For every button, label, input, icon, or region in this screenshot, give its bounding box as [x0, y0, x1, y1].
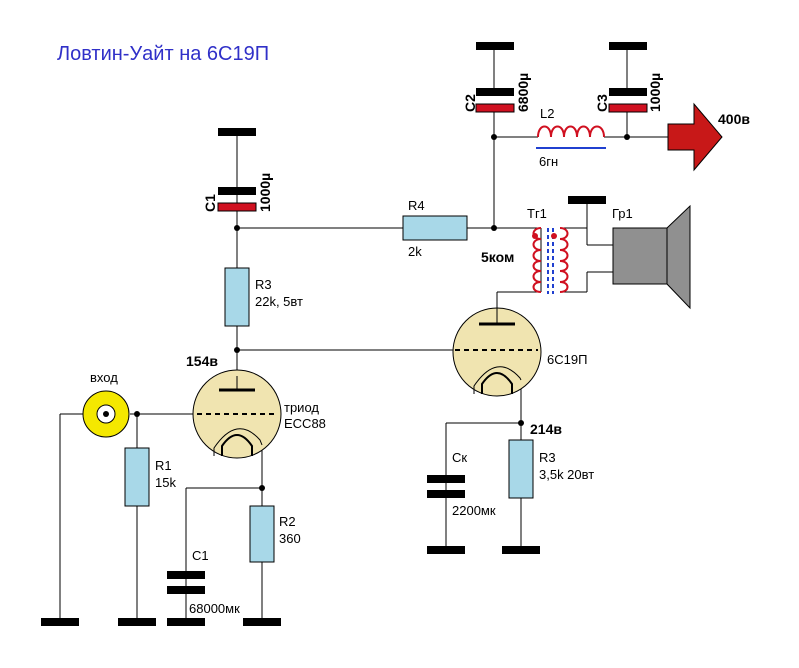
v2-type: 6С19П	[547, 352, 587, 367]
ground-symbol	[167, 618, 205, 626]
r4-name: R4	[408, 198, 425, 213]
v1-anode-voltage: 154в	[186, 353, 218, 369]
diagram-title: Ловтин-Уайт на 6С19П	[57, 43, 269, 65]
tube-v2-icon	[452, 307, 542, 397]
resistor-r4	[402, 215, 468, 241]
c1-name: C1	[202, 194, 218, 212]
capacitor-c3	[608, 50, 648, 113]
l2-value: 6гн	[539, 154, 558, 169]
junction-dot	[259, 485, 265, 491]
r3-anode-value: 22k, 5вт	[255, 294, 303, 309]
ground-symbol	[427, 546, 465, 554]
ground-symbol	[609, 42, 647, 50]
ground-symbol	[502, 546, 540, 554]
c1-bypass-value: 68000мк	[189, 601, 240, 616]
r3-cathode-value: 3,5k 20вт	[539, 467, 594, 482]
l2-name: L2	[540, 106, 554, 121]
v1-type-line1: триод	[284, 400, 319, 415]
speaker-icon	[612, 204, 691, 310]
input-label: вход	[90, 370, 118, 385]
input-jack-icon	[82, 390, 130, 438]
ground-symbol	[118, 618, 156, 626]
ck-name: Ск	[452, 450, 467, 465]
ground-symbols	[41, 42, 647, 626]
v2-cathode-voltage: 214в	[530, 421, 562, 437]
c1-value: 1000µ	[257, 173, 273, 212]
capacitor-c1-bypass	[167, 571, 205, 594]
r3-cathode-name: R3	[539, 450, 556, 465]
tr1-impedance: 5ком	[481, 249, 514, 265]
c3-name: C3	[594, 94, 610, 112]
ground-symbol	[568, 196, 606, 204]
junction-dot	[134, 411, 140, 417]
capacitor-ck	[427, 475, 465, 498]
c3-value: 1000µ	[647, 73, 663, 112]
ground-symbol	[476, 42, 514, 50]
output-transformer	[532, 227, 569, 294]
r2-value: 360	[279, 531, 301, 546]
c2-value: 6800µ	[515, 73, 531, 112]
junction-dot	[491, 225, 497, 231]
resistor-r2	[249, 505, 275, 563]
r3-anode-name: R3	[255, 277, 272, 292]
junction-dot	[234, 347, 240, 353]
ground-symbol	[218, 128, 256, 136]
ground-symbol	[243, 618, 281, 626]
junction-dot	[491, 134, 497, 140]
v1-type-line2: ECC88	[284, 416, 326, 431]
junction-dot	[624, 134, 630, 140]
supply-arrow-icon	[667, 102, 723, 172]
junction-dot	[234, 225, 240, 231]
r4-value: 2k	[408, 244, 422, 259]
r1-value: 15k	[155, 475, 176, 490]
ck-value: 2200мк	[452, 503, 496, 518]
supply-voltage-label: 400в	[718, 111, 750, 127]
resistor-r1	[124, 447, 150, 507]
resistor-r3-anode	[224, 267, 250, 327]
capacitor-c2	[475, 50, 515, 113]
r2-name: R2	[279, 514, 296, 529]
speaker-name: Гр1	[612, 206, 633, 221]
choke-l2	[536, 125, 606, 149]
resistor-r3-cathode	[508, 439, 534, 499]
junction-dots	[134, 134, 630, 491]
c1-bypass-name: C1	[192, 548, 209, 563]
ground-symbol	[41, 618, 79, 626]
c2-name: C2	[462, 94, 478, 112]
junction-dot	[518, 420, 524, 426]
tr1-name: Тг1	[527, 206, 547, 221]
r1-name: R1	[155, 458, 172, 473]
tube-v1-icon	[192, 369, 282, 459]
capacitor-c1-1000u	[217, 187, 257, 212]
